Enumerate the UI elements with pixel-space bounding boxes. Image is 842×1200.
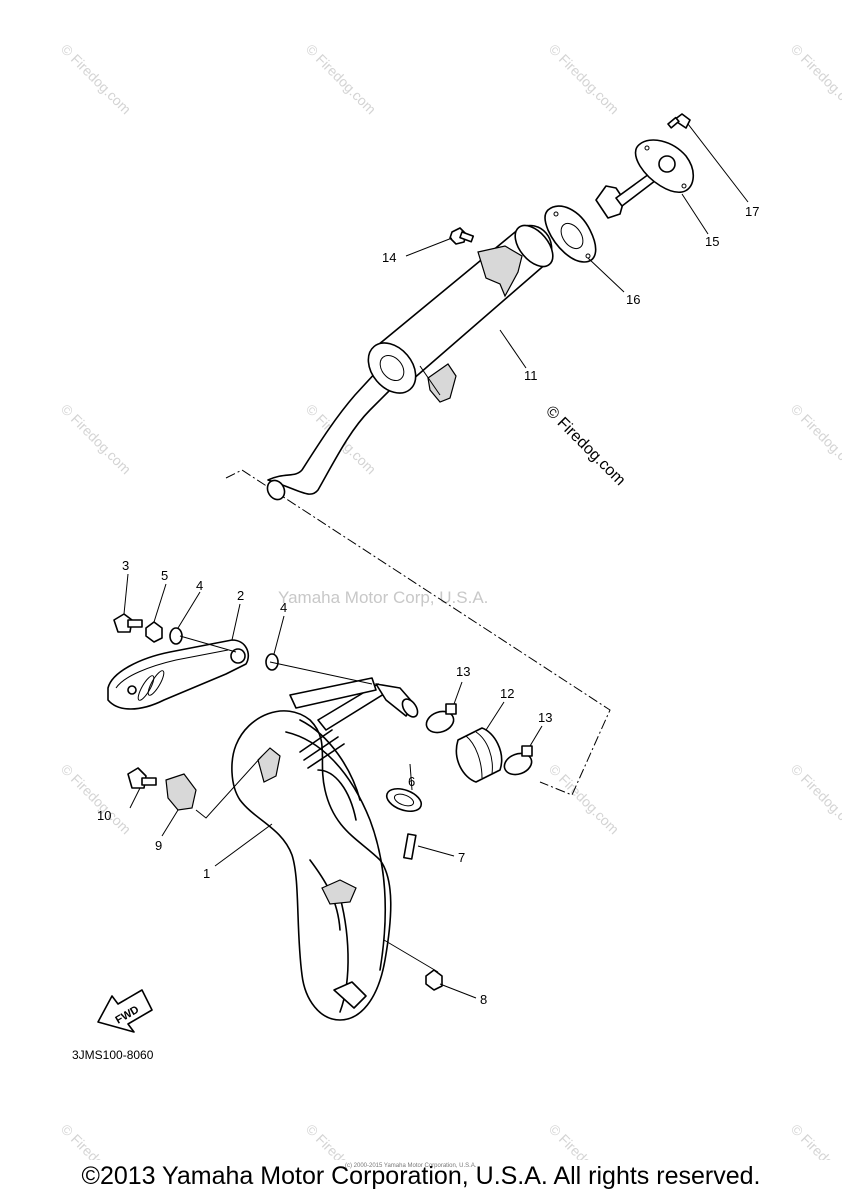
watermark: © Firedog.com [58,401,134,477]
callout-5: 5 [161,568,168,583]
watermark: © Firedog.com [788,761,842,837]
seal-6 [385,787,423,813]
exhaust-parts-diagram: © Firedog.com © Firedog.com © Firedog.co… [58,41,842,1160]
watermark: © Firedog.com [546,41,622,117]
callout-7: 7 [458,850,465,865]
callouts: 1 2 3 4 4 5 6 7 8 9 10 11 12 13 13 14 15… [97,204,759,1007]
callout-15: 15 [705,234,719,249]
tiny-note: (c) 2000-2015 Yamaha Motor Corporation, … [345,1163,477,1169]
muffler [266,224,554,501]
watermark: © Firedog.com [788,41,842,117]
callout-6: 6 [408,774,415,789]
gasket-16 [544,205,597,263]
callout-16: 16 [626,292,640,307]
watermark: © Firedog.com [58,761,134,837]
callout-11: 11 [524,368,538,383]
joint-12 [455,727,503,783]
watermark: © Firedog.com [58,1121,134,1160]
center-watermark: Yamaha Motor Corp, U.S.A. [278,588,488,607]
bracket-9 [165,773,197,811]
clamp-13 [503,745,533,776]
callout-4: 4 [196,578,203,593]
watermark: © Firedog.com [303,41,379,117]
clamp-13 [425,703,457,734]
leader-lines [123,123,749,999]
bolt-14 [449,227,475,245]
copyright: ©2013 Yamaha Motor Corporation, U.S.A. A… [81,1162,761,1190]
watermark: © Firedog.com [546,761,622,837]
nut-5 [145,621,163,643]
exhaust-pipe [231,677,419,1021]
callout-3: 3 [122,558,129,573]
callout-2: 2 [237,588,244,603]
callout-9: 9 [155,838,162,853]
watermark: © Firedog.com [58,41,134,117]
watermark: © Firedog.com [788,401,842,477]
diagram-code: 3JMS100-8060 [72,1048,154,1062]
washer-4 [169,627,183,645]
assembly-line [225,469,611,796]
tailpipe-15 [595,139,694,219]
callout-8: 8 [480,992,487,1007]
watermark: © Firedog.com [303,1121,379,1160]
callout-12: 12 [500,686,514,701]
callout-17: 17 [745,204,759,219]
callout-13: 13 [538,710,552,725]
bolt-17 [667,113,691,129]
watermark: © Firedog.com [788,1121,842,1160]
bracket-2 [107,639,250,710]
watermark: © Firedog.com [546,1121,622,1160]
firedog-note: © Firedog.com [542,403,628,489]
callout-1: 1 [203,866,210,881]
forward-arrow: FWD [97,989,153,1033]
callout-10: 10 [97,808,111,823]
callout-4: 4 [280,600,287,615]
nut-8 [425,969,443,991]
bolt-3 [113,613,143,633]
stud-7 [403,833,417,860]
callout-13: 13 [456,664,470,679]
bolt-10 [127,767,157,789]
callout-14: 14 [382,250,396,265]
